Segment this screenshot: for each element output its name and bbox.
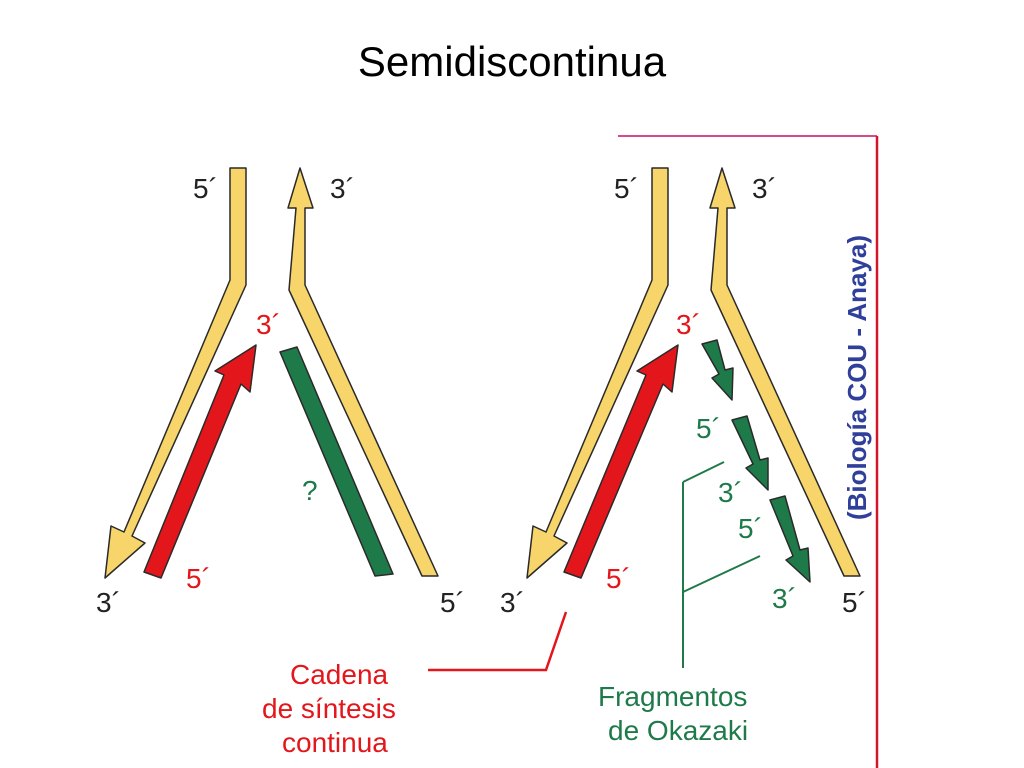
right-parent-strand-3to5: [709, 167, 861, 577]
left-lagging-strand: [279, 346, 394, 577]
left-label-leading-bottom: 5´: [186, 563, 211, 594]
caption-continuous-2: de síntesis: [262, 693, 396, 724]
okazaki-fragment-3: [769, 495, 811, 583]
caption-continuous-1: Cadena: [290, 659, 389, 690]
left-label-bottom-right: 5´: [440, 587, 465, 618]
right-label-bottom-left: 3´: [500, 587, 525, 618]
okazaki-fragment-2: [731, 415, 769, 491]
right-label-fragment-3: 5´: [738, 513, 763, 544]
right-label-bottom-right: 5´: [842, 587, 867, 618]
left-label-leading-top: 3´: [256, 309, 281, 340]
right-label-fragment-4: 3´: [772, 583, 797, 614]
left-parent-strand-5to3: [104, 167, 247, 579]
right-label-leading-top: 3´: [676, 309, 701, 340]
left-parent-strand-3to5: [287, 167, 439, 577]
slide-title: Semidiscontinua: [357, 38, 667, 85]
right-leading-strand: [563, 344, 679, 579]
right-label-top-right: 3´: [752, 173, 777, 204]
left-label-top-right: 3´: [330, 173, 355, 204]
right-label-fragment-2: 3´: [718, 477, 743, 508]
okazaki-bracket: [682, 461, 761, 668]
caption-okazaki-1: Fragmentos: [598, 681, 747, 712]
okazaki-fragment-1: [701, 339, 734, 401]
okazaki-fragments: [701, 339, 811, 583]
left-label-top-left: 5´: [193, 173, 218, 204]
left-label-bottom-left: 3´: [96, 587, 121, 618]
caption-continuous-3: continua: [282, 727, 388, 758]
source-credit: (Biología COU - Anaya): [842, 235, 872, 520]
right-label-fragment-1: 5´: [696, 413, 721, 444]
right-label-top-left: 5´: [614, 173, 639, 204]
continuous-pointer-line: [428, 611, 568, 672]
left-leading-strand: [143, 344, 257, 579]
left-label-question: ?: [302, 475, 318, 506]
right-label-leading-bottom: 5´: [606, 563, 631, 594]
right-parent-strand-5to3: [526, 167, 669, 579]
caption-okazaki-2: de Okazaki: [608, 715, 748, 746]
